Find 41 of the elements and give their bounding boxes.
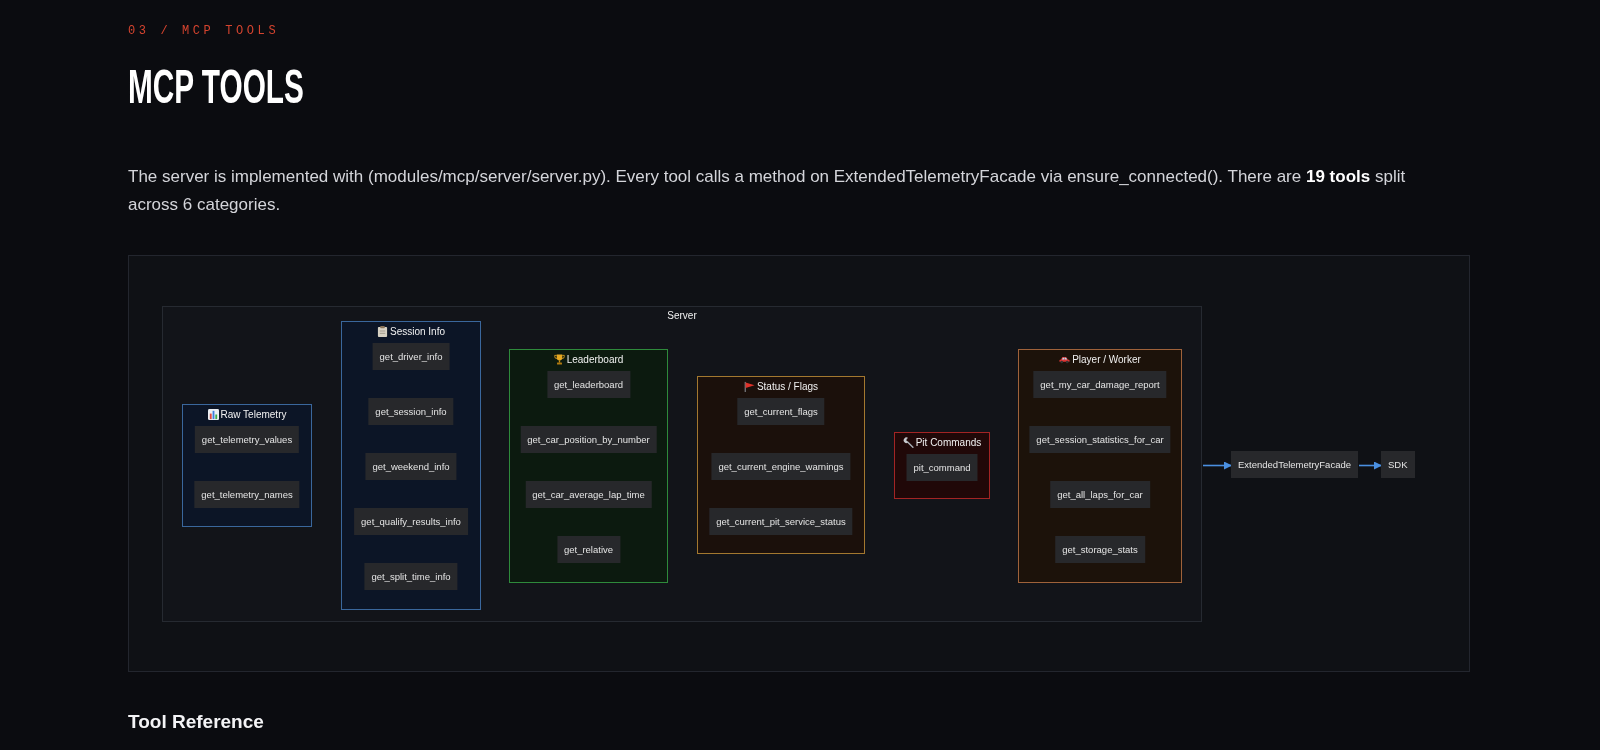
category-group (341, 321, 481, 610)
container-title: Server (667, 309, 697, 322)
group-title: Raw Telemetry (220, 408, 287, 421)
group-title: Pit Commands (915, 436, 982, 449)
tool-node: get_telemetry_names (194, 481, 300, 508)
tool-node: get_driver_info (372, 343, 450, 370)
sdk-node: SDK (1381, 451, 1415, 478)
page-title: MCP TOOLS (128, 63, 304, 111)
tool-node: get_relative (556, 536, 621, 563)
arrow (1202, 461, 1233, 470)
tool-node: get_qualify_results_info (354, 508, 468, 535)
tool-node: get_current_flags (737, 398, 825, 425)
tool-node: get_storage_stats (1055, 536, 1145, 563)
category-group (697, 376, 865, 554)
server-container (162, 306, 1202, 622)
group-title: Status / Flags (756, 380, 819, 393)
category-group (894, 432, 990, 499)
tool-node: get_session_info (368, 398, 454, 425)
tool-node: get_telemetry_values (194, 426, 300, 453)
tool-node: get_current_engine_warnings (711, 453, 851, 480)
category-group (182, 404, 312, 527)
group-title: Leaderboard (566, 353, 624, 366)
category-group (509, 349, 668, 583)
tool-node: get_all_laps_for_car (1050, 481, 1150, 508)
tool-node: get_my_car_damage_report (1033, 371, 1167, 398)
group-title: Player / Worker (1072, 353, 1141, 366)
tool-node: get_session_statistics_for_car (1029, 426, 1171, 453)
group-title: Session Info (389, 325, 445, 338)
tool-node: get_weekend_info (365, 453, 457, 480)
tool-node: get_leaderboard (546, 371, 631, 398)
tool-node: get_car_average_lap_time (525, 481, 652, 508)
tool-node: pit_command (906, 454, 978, 481)
section-number: 03 / MCP TOOLS (128, 24, 280, 38)
facade-node: ExtendedTelemetryFacade (1231, 451, 1358, 478)
tool-node: get_current_pit_service_status (709, 508, 853, 535)
arrow (1358, 461, 1383, 470)
category-group (1018, 349, 1182, 583)
intro-paragraph: The server is implemented with (modules/mcp/server/server.py). Every tool calls a method on ExtendedTelemetryFacade via ensure_connected(). There are 19 tools split across 6 categories. (128, 166, 1407, 216)
section-heading: Tool Reference (128, 710, 264, 734)
tool-node: get_split_time_info (364, 563, 458, 590)
tool-node: get_car_position_by_number (520, 426, 657, 453)
